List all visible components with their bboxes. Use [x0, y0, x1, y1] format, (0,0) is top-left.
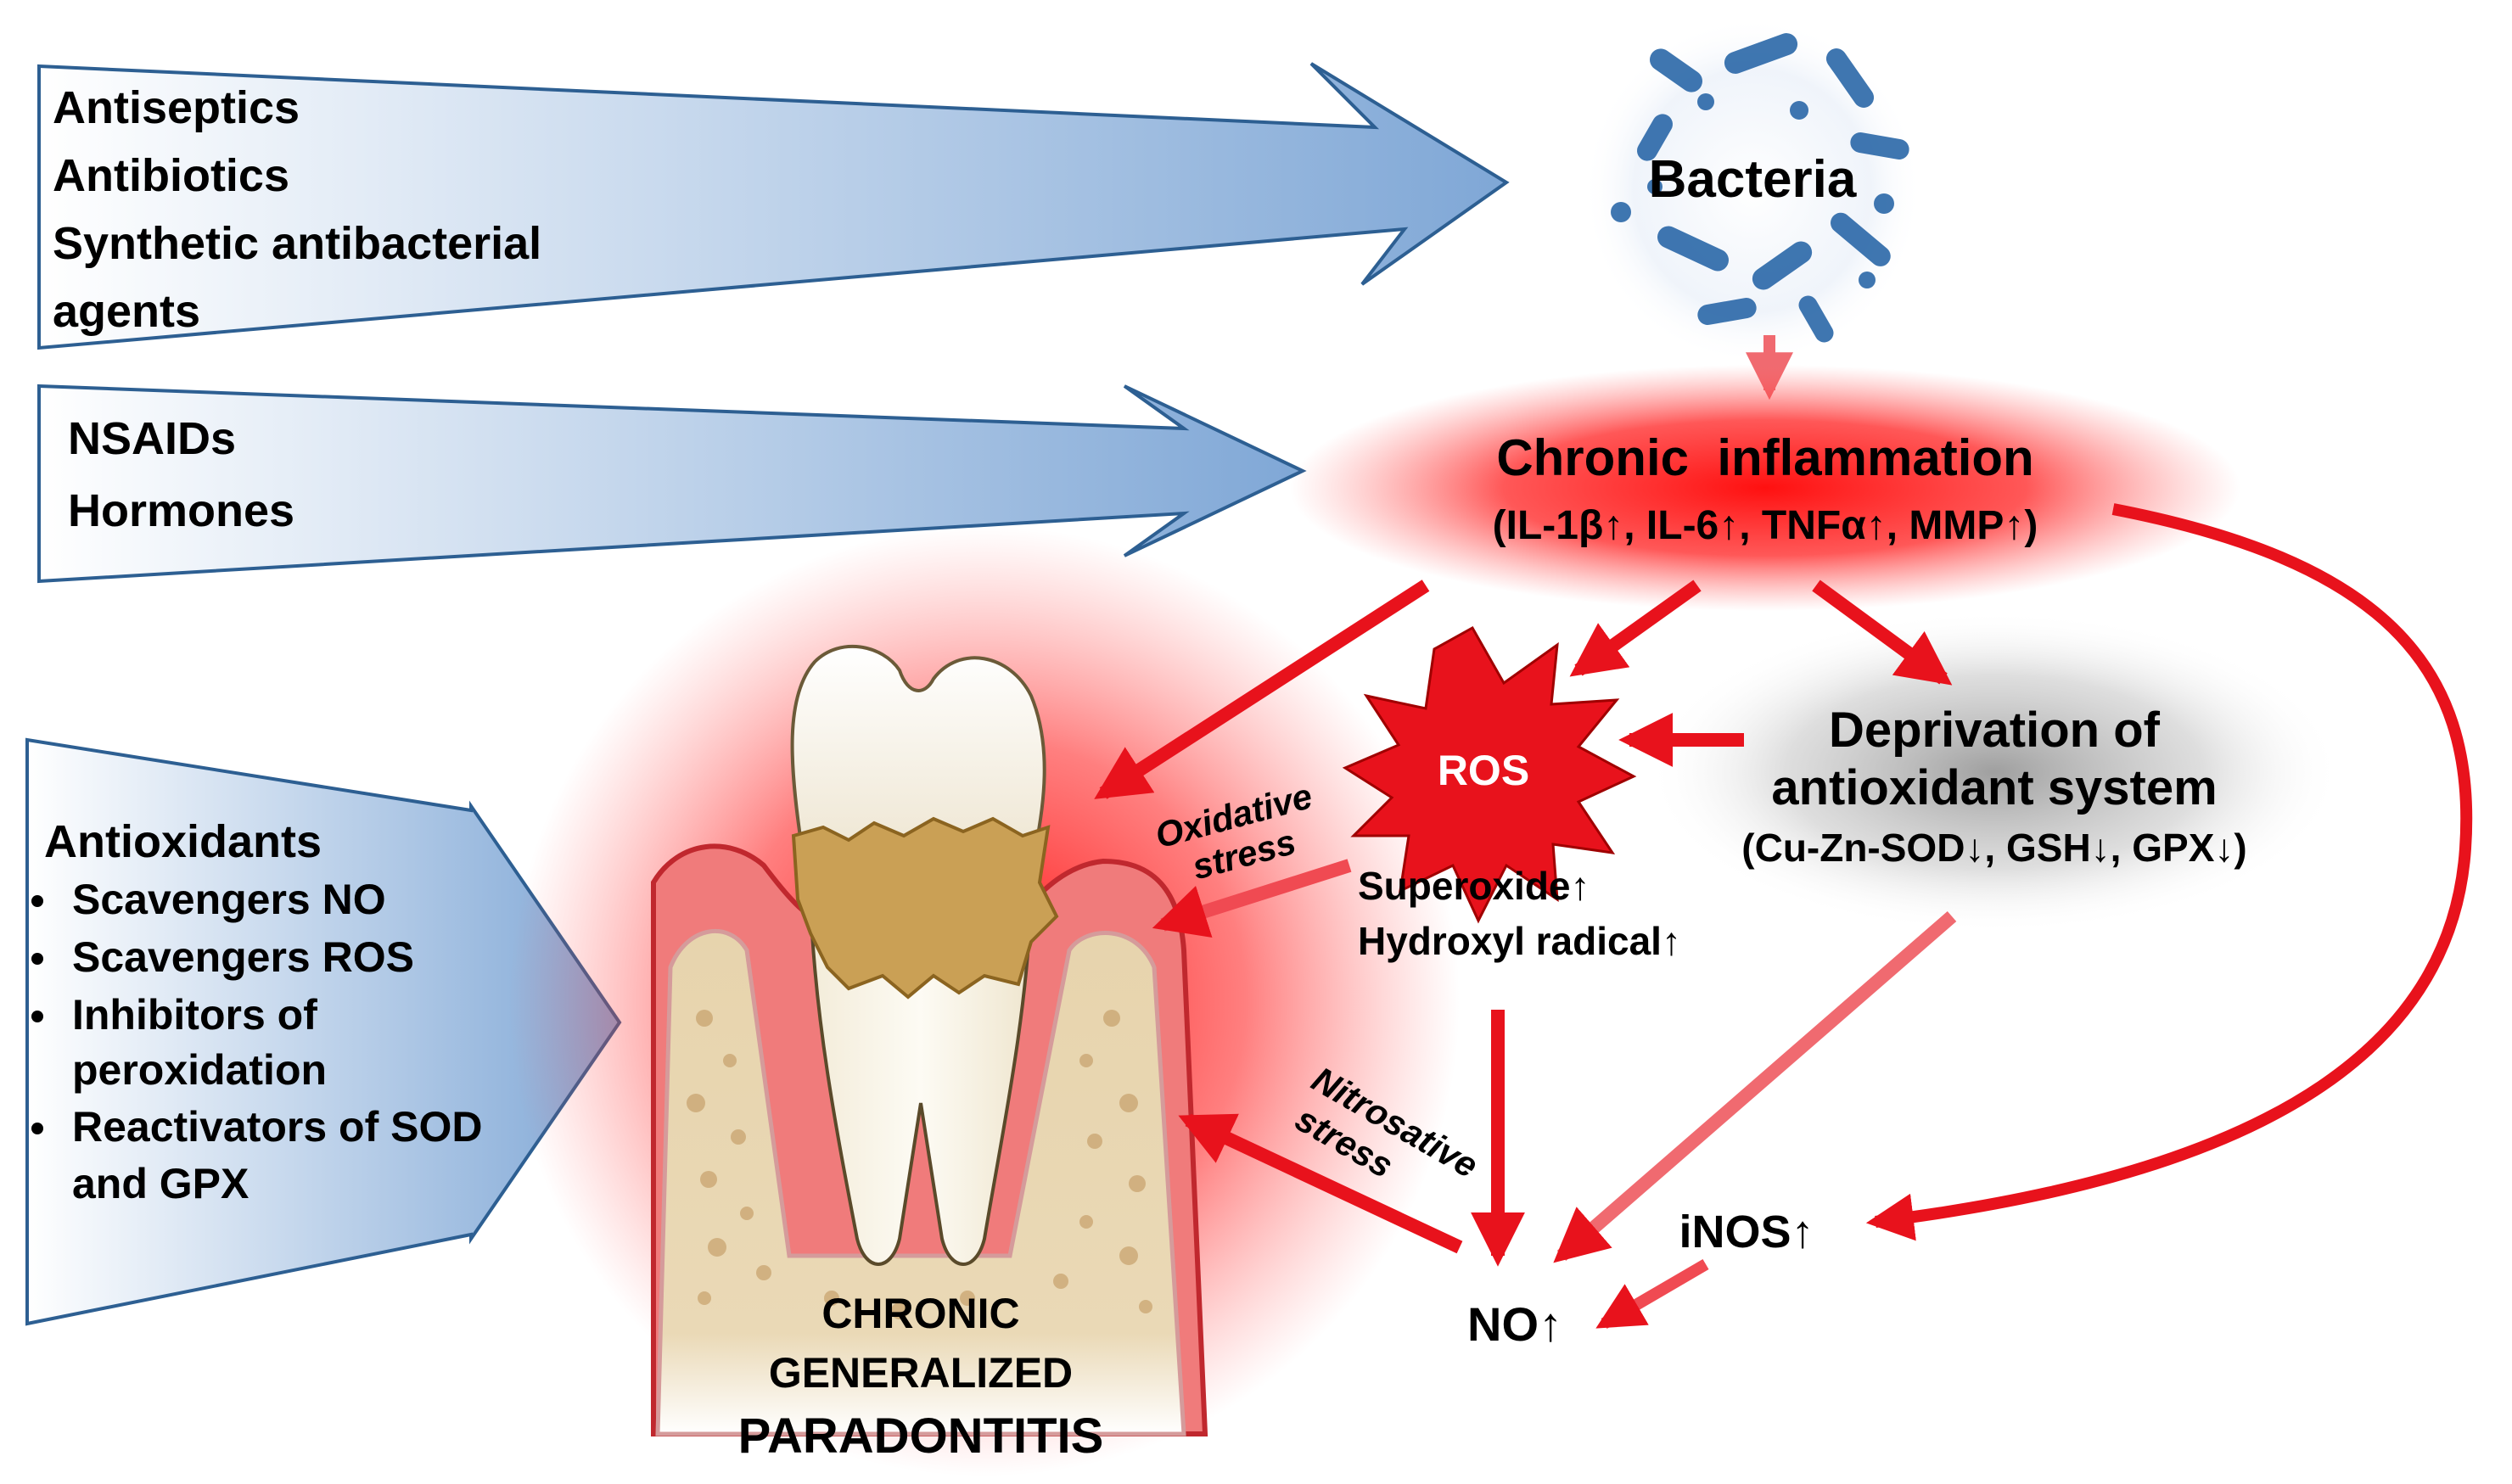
deprivation-markers: (Cu-Zn-SOD↓, GSH↓, GPX↓) — [1741, 826, 2246, 870]
disease-line-generalized: GENERALIZED — [769, 1349, 1073, 1397]
antioxidant-treatment-arrow: Antioxidants Scavengers NO Scavengers RO… — [25, 737, 622, 1326]
treatment-antiseptics: Antiseptics — [53, 82, 300, 133]
antioxidant-and-gpx: and GPX — [72, 1160, 249, 1207]
bullet — [31, 895, 43, 907]
treatment-antibiotics: Antibiotics — [53, 150, 289, 201]
pathway-arrows — [1094, 503, 2473, 1330]
antioxidant-reactivators: Reactivators of SOD — [72, 1103, 482, 1151]
bullet — [31, 953, 43, 965]
chronic-inflammation-node: Chronic inflammation (IL-1β↑, IL-6↑, TNF… — [1290, 365, 2240, 611]
bullet — [31, 1123, 43, 1134]
treatment-synthetic-antibacterial: Synthetic antibacterial — [53, 218, 541, 269]
inos-label: iNOS↑ — [1679, 1207, 1814, 1257]
tooth-crown — [790, 644, 1046, 850]
deprivation-line-1: Deprivation of — [1829, 703, 2161, 758]
bullet — [31, 1011, 43, 1022]
antibacterial-treatment-arrow: Antiseptics Antibiotics Synthetic antiba… — [37, 62, 1510, 350]
bacteria-cluster: Bacteria — [1583, 17, 1922, 365]
inflammation-markers: (IL-1β↑, IL-6↑, TNFα↑, MMP↑) — [1493, 503, 2038, 548]
deprivation-line-2: antioxidant system — [1771, 760, 2217, 815]
anti-inflammatory-treatment-arrow: NSAIDs Hormones — [37, 384, 1307, 584]
arrow-no-to-tooth — [1178, 1113, 1463, 1254]
bone-trabeculae — [687, 1010, 1152, 1319]
arrow-inflammation-to-deprivation — [1812, 580, 1953, 686]
bacteria-label: Bacteria — [1649, 150, 1857, 209]
arrow-inflammation-to-tooth — [1094, 580, 1430, 799]
alveolar-bone — [655, 929, 1186, 1436]
arrow-deprivation-to-no — [1553, 910, 1957, 1263]
no-label: NO↑ — [1467, 1297, 1562, 1351]
disease-line-chronic: CHRONIC — [821, 1290, 1019, 1337]
ros-starburst — [1342, 625, 1637, 924]
inflammation-title: Chronic inflammation — [1496, 429, 2033, 486]
antioxidant-scavengers-ros: Scavengers ROS — [72, 933, 414, 981]
tooth-illustration: CHRONIC GENERALIZED PARADONTITIS — [509, 526, 1460, 1476]
treatment-hormones: Hormones — [68, 485, 294, 536]
antioxidant-inhibitors-of: Inhibitors of — [72, 991, 317, 1039]
antioxidants-title: Antioxidants — [44, 816, 322, 867]
tooth-root — [808, 898, 1034, 1266]
ros-hydroxyl-radical: Hydroxyl radical↑ — [1358, 919, 1681, 963]
arrow-ros-to-tooth — [1152, 859, 1352, 938]
disease-line-paradontitis: PARADONTITIS — [738, 1408, 1104, 1464]
antioxidant-deprivation-node: Deprivation of antioxidant system (Cu-Zn… — [1646, 611, 2342, 933]
arrow-inflammation-to-ros — [1569, 580, 1702, 677]
ros-node: ROS Superoxide↑ Hydroxyl radical↑ — [1342, 625, 1681, 963]
ros-superoxide: Superoxide↑ — [1358, 864, 1590, 908]
disease-label: CHRONIC GENERALIZED PARADONTITIS — [738, 1290, 1104, 1464]
ros-label: ROS — [1438, 747, 1529, 794]
antioxidant-scavengers-no: Scavengers NO — [72, 876, 386, 923]
arrow-inos-to-no — [1595, 1258, 1709, 1330]
treatment-agents: agents — [53, 286, 200, 337]
antioxidant-peroxidation: peroxidation — [72, 1046, 327, 1094]
arrow-inflammation-to-inos — [1865, 503, 2473, 1241]
treatment-nsaids: NSAIDs — [68, 413, 236, 464]
dental-calculus — [791, 816, 1059, 1000]
